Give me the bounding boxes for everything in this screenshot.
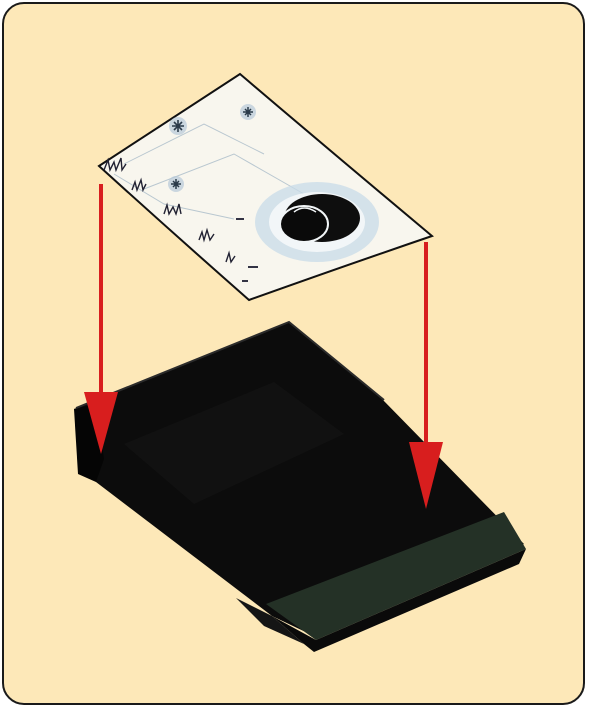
- label-emblem: [255, 182, 379, 262]
- label-card: [99, 74, 432, 300]
- label-placement-diagram: [4, 4, 585, 705]
- device-base: [74, 322, 526, 652]
